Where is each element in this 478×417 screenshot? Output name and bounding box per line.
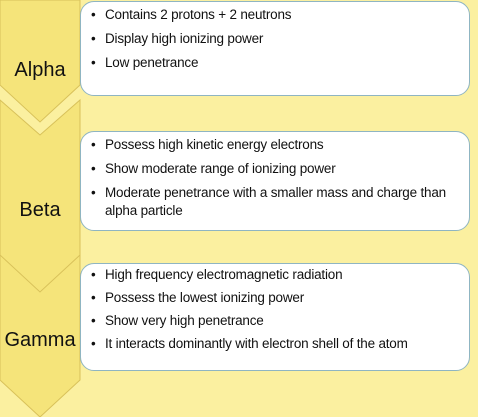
stage-label-alpha: Alpha bbox=[14, 59, 66, 81]
bullet-item: Display high ionizing power bbox=[91, 30, 461, 48]
bullet-item: It interacts dominantly with electron sh… bbox=[91, 335, 461, 353]
bullet-item: Low penetrance bbox=[91, 54, 461, 72]
bullet-item: Show very high penetrance bbox=[91, 312, 461, 330]
stage-label-gamma: Gamma bbox=[4, 329, 76, 351]
chevron-gamma bbox=[0, 253, 81, 417]
bullet-list-beta: Possess high kinetic energy electrons Sh… bbox=[81, 132, 469, 220]
stage-box-beta: Possess high kinetic energy electrons Sh… bbox=[80, 131, 470, 231]
stage-box-alpha: Contains 2 protons + 2 neutrons Display … bbox=[80, 1, 470, 96]
bullet-item: Show moderate range of ionizing power bbox=[91, 160, 461, 178]
bullet-list-alpha: Contains 2 protons + 2 neutrons Display … bbox=[81, 2, 469, 72]
bullet-item: High frequency electromagnetic radiation bbox=[91, 266, 461, 284]
bullet-item: Moderate penetrance with a smaller mass … bbox=[91, 184, 461, 220]
bullet-item: Possess high kinetic energy electrons bbox=[91, 136, 461, 154]
stage-label-beta: Beta bbox=[19, 199, 61, 221]
bullet-item: Possess the lowest ionizing power bbox=[91, 289, 461, 307]
bullet-list-gamma: High frequency electromagnetic radiation… bbox=[81, 264, 469, 353]
stage-box-gamma: High frequency electromagnetic radiation… bbox=[80, 263, 470, 371]
chevron-alpha bbox=[0, 0, 81, 123]
bullet-item: Contains 2 protons + 2 neutrons bbox=[91, 6, 461, 24]
